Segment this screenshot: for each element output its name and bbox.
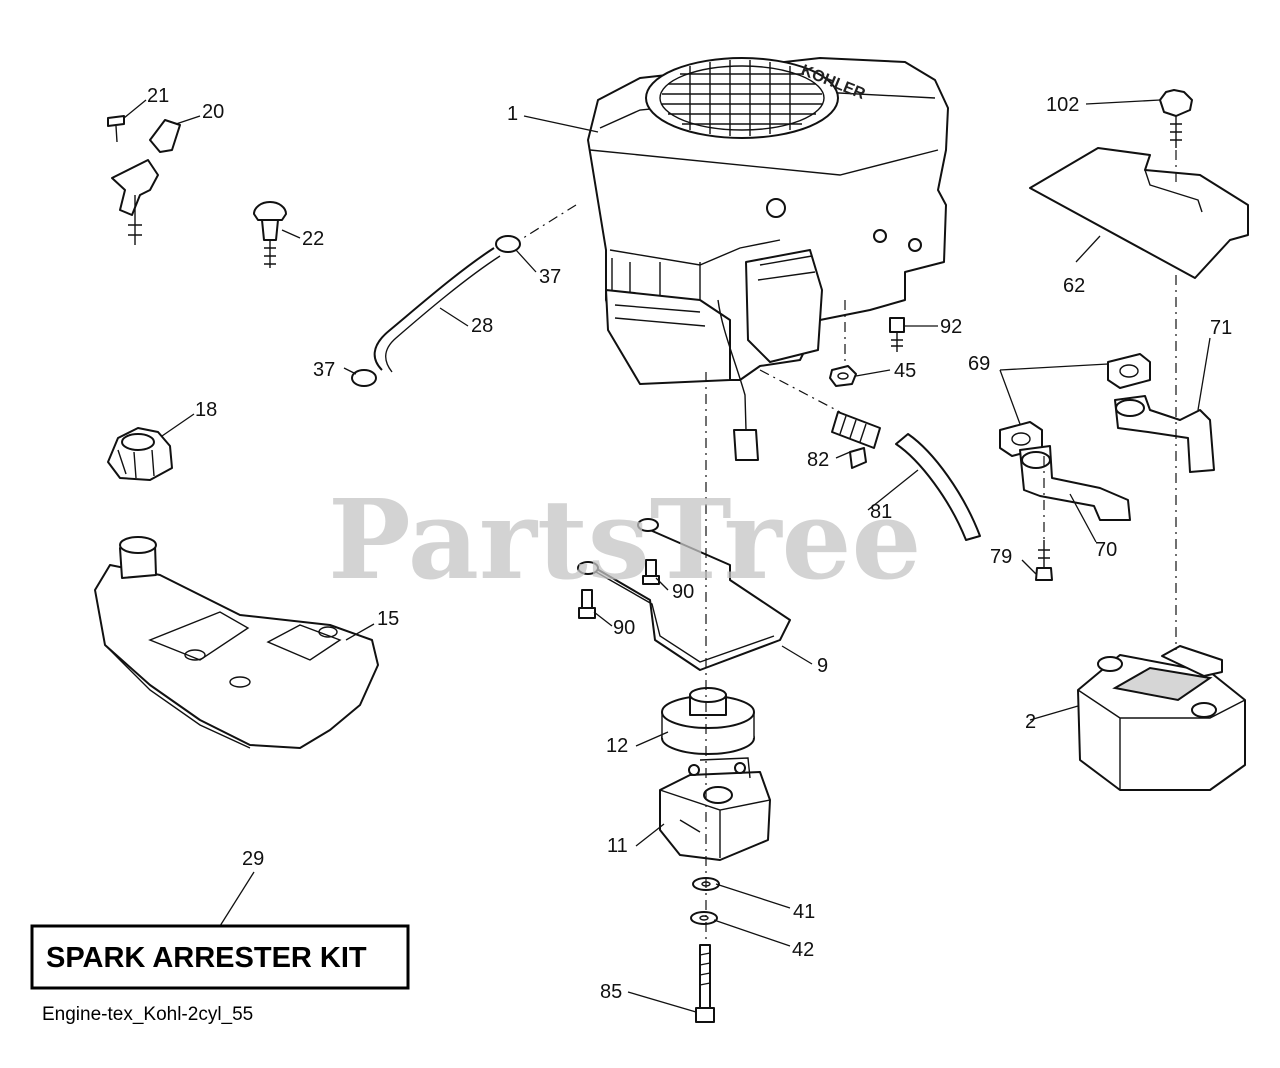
- callout-21[interactable]: 21: [147, 85, 169, 107]
- spark-arrester-kit-box[interactable]: SPARK ARRESTER KIT: [30, 924, 410, 990]
- callout-69[interactable]: 69: [968, 353, 990, 375]
- callout-37-upper[interactable]: 37: [539, 266, 561, 288]
- bracket-part-9[interactable]: [577, 518, 791, 671]
- assembly-centerlines: [519, 150, 1177, 940]
- callout-90-lower[interactable]: 90: [613, 617, 635, 639]
- callout-numbers: 1 2 9 11 12 15 18 20 21 22 28 29 37 37 4…: [147, 85, 1232, 1003]
- knob-part-102[interactable]: [1159, 89, 1193, 148]
- diagram-reference: Engine-tex_Kohl-2cyl_55: [42, 1004, 253, 1025]
- callout-12[interactable]: 12: [606, 735, 628, 757]
- primer-knob-part-22[interactable]: [253, 201, 287, 268]
- oil-drain-valve-part-82[interactable]: [831, 411, 881, 469]
- callout-62[interactable]: 62: [1063, 275, 1085, 297]
- exhaust-gasket-part-69-upper[interactable]: [1107, 353, 1151, 389]
- bolt-part-79[interactable]: [1035, 540, 1053, 581]
- callout-102[interactable]: 102: [1046, 94, 1079, 116]
- exhaust-pipe-part-71[interactable]: [1114, 395, 1215, 473]
- oil-drain-hose-part-81[interactable]: [895, 433, 981, 541]
- pulley-part-12[interactable]: [661, 687, 755, 755]
- nut-part-45[interactable]: [829, 365, 857, 387]
- pto-clutch-part-11[interactable]: [659, 757, 771, 861]
- callout-20[interactable]: 20: [202, 101, 224, 123]
- callout-85[interactable]: 85: [600, 981, 622, 1003]
- bolt-part-92[interactable]: [889, 317, 905, 352]
- callout-28[interactable]: 28: [471, 315, 493, 337]
- callout-42[interactable]: 42: [792, 939, 814, 961]
- callout-79[interactable]: 79: [990, 546, 1012, 568]
- bolt-part-85[interactable]: [695, 944, 715, 1023]
- callout-37-lower[interactable]: 37: [313, 359, 335, 381]
- muffler-part-2[interactable]: [1077, 645, 1246, 791]
- engine-fan-grille: [662, 60, 822, 136]
- exhaust-pipe-part-70[interactable]: [1019, 445, 1131, 521]
- callout-82[interactable]: 82: [807, 449, 829, 471]
- callout-70[interactable]: 70: [1095, 539, 1117, 561]
- callout-11[interactable]: 11: [607, 835, 628, 857]
- fuel-tank-part-15[interactable]: [94, 536, 379, 749]
- callout-45[interactable]: 45: [894, 360, 916, 382]
- fuel-cap-part-18[interactable]: [107, 427, 173, 481]
- callout-9[interactable]: 9: [817, 655, 828, 677]
- choke-control-part-20[interactable]: [111, 119, 181, 245]
- leader-lines: [123, 99, 1211, 1013]
- screw-part-21[interactable]: [107, 115, 125, 143]
- engine-part-1[interactable]: KOHLER: [587, 57, 949, 385]
- heat-shield-part-62[interactable]: [1029, 147, 1249, 279]
- callout-90-upper[interactable]: 90: [672, 581, 694, 603]
- spark-arrester-kit-label: SPARK ARRESTER KIT: [46, 942, 367, 974]
- wire-harness: [717, 299, 759, 461]
- callout-18[interactable]: 18: [195, 399, 217, 421]
- callout-2[interactable]: 2: [1025, 711, 1036, 733]
- callout-29[interactable]: 29: [242, 848, 264, 870]
- callout-41[interactable]: 41: [793, 901, 815, 923]
- callout-22[interactable]: 22: [302, 228, 324, 250]
- hose-clamp-part-37-lower[interactable]: [351, 369, 377, 387]
- callout-71[interactable]: 71: [1210, 317, 1232, 339]
- hose-clamp-part-37-upper[interactable]: [495, 235, 521, 253]
- callout-92[interactable]: 92: [940, 316, 962, 338]
- bolt-part-90-lower[interactable]: [578, 589, 596, 619]
- fuel-line-part-28[interactable]: [373, 247, 501, 373]
- partstree-watermark: PartsTree: [328, 475, 922, 604]
- callout-15[interactable]: 15: [377, 608, 399, 630]
- starter-motor: [745, 249, 823, 363]
- washer-part-42[interactable]: [690, 911, 718, 925]
- callout-1[interactable]: 1: [507, 103, 518, 125]
- callout-81[interactable]: 81: [870, 501, 892, 523]
